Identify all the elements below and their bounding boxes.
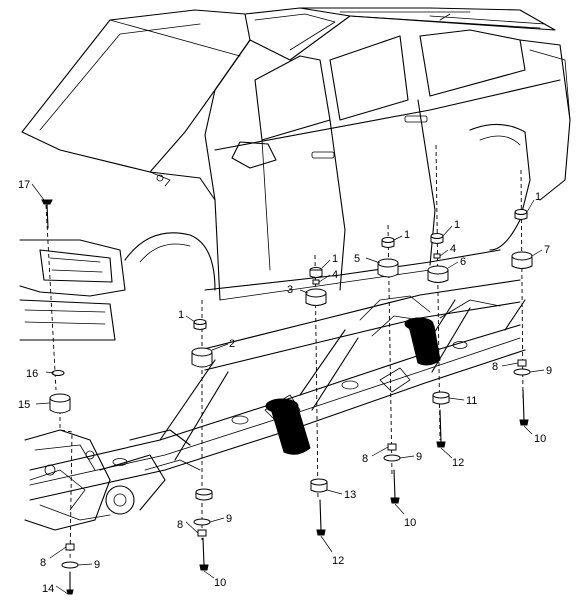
callout-10-mid: 10 bbox=[404, 517, 416, 529]
callout-12-front: 12 bbox=[332, 555, 344, 567]
callout-4-mid: 4 bbox=[332, 269, 338, 281]
callout-8-mid: 8 bbox=[362, 453, 368, 465]
alignment-lines bbox=[45, 144, 524, 561]
callout-3: 3 bbox=[287, 284, 293, 296]
callout-12-rear: 12 bbox=[452, 457, 464, 469]
callout-11: 11 bbox=[466, 395, 477, 407]
callout-2: 2 bbox=[229, 338, 235, 350]
callout-9-front: 9 bbox=[226, 513, 232, 525]
callout-16: 16 bbox=[26, 368, 38, 380]
mount-parts bbox=[41, 199, 533, 595]
callout-1-rear-cab: 1 bbox=[454, 219, 460, 231]
callout-7: 7 bbox=[544, 244, 550, 256]
vehicle-frame bbox=[24, 279, 526, 531]
callout-17: 17 bbox=[18, 179, 30, 191]
callout-10-front: 10 bbox=[214, 577, 226, 589]
callout-15: 15 bbox=[18, 399, 30, 411]
callout-9-rear: 9 bbox=[546, 365, 552, 377]
vehicle-body bbox=[19, 7, 571, 341]
callout-9-mid: 9 bbox=[416, 451, 422, 463]
callout-13: 13 bbox=[344, 489, 356, 501]
callout-5: 5 bbox=[354, 253, 360, 265]
callout-8-front: 8 bbox=[177, 519, 183, 531]
callout-1-rear: 1 bbox=[535, 191, 541, 203]
callout-6: 6 bbox=[460, 256, 466, 268]
callout-1-center: 1 bbox=[404, 229, 410, 241]
callout-1-front: 1 bbox=[178, 309, 184, 321]
callout-9-left: 9 bbox=[94, 559, 100, 571]
callout-10-rear: 10 bbox=[534, 433, 546, 445]
callout-labels: 17 16 15 1 2 3 4 1 5 1 1 4 6 1 7 11 12 1… bbox=[18, 179, 552, 595]
callout-8-left: 8 bbox=[40, 557, 46, 569]
callout-14: 14 bbox=[42, 583, 54, 595]
callout-1-mid: 1 bbox=[332, 253, 338, 265]
leader-lines bbox=[31, 183, 545, 595]
callout-4-rear: 4 bbox=[450, 243, 456, 255]
callout-8-rear: 8 bbox=[492, 361, 498, 373]
